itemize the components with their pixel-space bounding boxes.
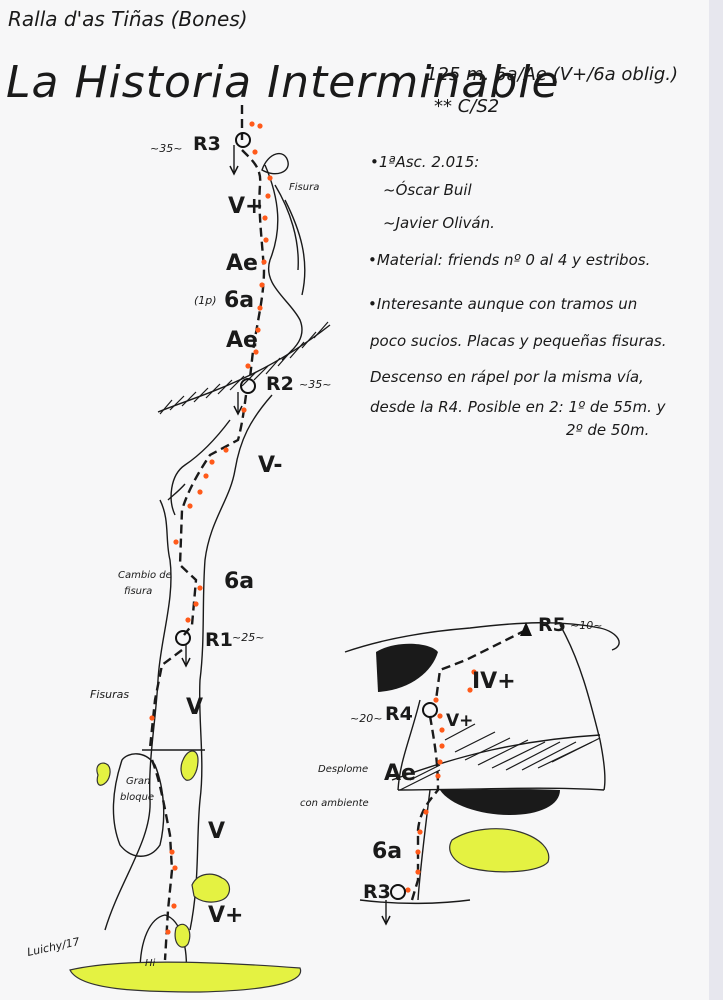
- detail-roof-lower: [397, 787, 605, 791]
- grade-pitch1-v-plus: V+: [208, 903, 243, 928]
- relay-r3-length: ~35~: [150, 142, 182, 155]
- grade-pitch1-v-a: V: [186, 695, 203, 720]
- pitch-note: (1p): [194, 294, 217, 307]
- detail-cliff-top: [344, 622, 620, 653]
- grade-pitch3-ae-1: Ae: [226, 251, 258, 276]
- route-stats: 125 m. 6a/Ae (V+/6a oblig.): [426, 64, 678, 85]
- author-signature: Luichy/17: [26, 935, 81, 959]
- bolts-detail: [405, 669, 477, 893]
- grade-pitch4-a: V+: [228, 194, 263, 219]
- label-desplome-2: con ambiente: [300, 798, 369, 809]
- vegetation-base: [69, 961, 302, 993]
- vegetation-bush: [174, 923, 191, 948]
- route-title: La Historia Interminable: [6, 57, 560, 108]
- detail-cliff-right: [559, 624, 606, 791]
- roof-hatching: [159, 321, 329, 415]
- cairn-block: [139, 914, 188, 976]
- detail-grade-ae: Ae: [384, 761, 416, 786]
- detail-cliff-left: [397, 699, 431, 901]
- vegetation-left: [96, 762, 111, 786]
- descent-line-3: 2º de 50m.: [566, 421, 649, 439]
- relay-r3-ring: [235, 132, 251, 148]
- detail-vegetation: [449, 828, 550, 873]
- label-fisura: Fisura: [289, 182, 319, 193]
- crack-fisura: [274, 184, 306, 296]
- detail-r3-ring: [390, 884, 406, 900]
- vegetation-tree: [191, 873, 231, 903]
- detail-relay-r4-length: ~20~: [350, 712, 382, 725]
- block-top: [261, 152, 289, 175]
- detail-r5-marker: [520, 622, 532, 636]
- sector-name: Ralla d'as Tiñas (Bones): [8, 7, 248, 31]
- detail-grade-v-plus: V+: [446, 711, 473, 731]
- route-rating: ** C/S2: [434, 96, 499, 117]
- detail-relay-r5-length: ~10~: [570, 619, 602, 632]
- paper-edge: [709, 0, 723, 1000]
- comment-line-2: poco sucios. Placas y pequeñas fisuras.: [369, 332, 666, 350]
- route-notes: •1ªAsc. 2.015: ~Óscar Buil ~Javier Olivá…: [368, 153, 667, 439]
- vegetation-right: [180, 750, 199, 781]
- label-cambio-fisura-2: fisura: [124, 586, 152, 597]
- label-gran-bloque-1: Gran: [126, 776, 150, 787]
- detail-relay-r5-label: R5: [538, 614, 566, 636]
- detail-roof-hatching: [399, 723, 601, 791]
- rock-outline-left: [104, 419, 231, 931]
- relay-r2-ring: [240, 378, 256, 394]
- grade-pitch3-6a: 6a: [224, 288, 254, 313]
- detail-roof-upper: [391, 734, 601, 781]
- detail-overhang-dark: [376, 643, 438, 692]
- relay-r1-ring: [175, 630, 191, 646]
- material-note: •Material: friends nº 0 al 4 y estribos.: [368, 251, 650, 269]
- first-ascent-climber-1: ~Óscar Buil: [383, 180, 473, 199]
- detail-ground: [359, 899, 471, 905]
- grade-pitch2-v-minus: V-: [258, 453, 283, 478]
- descent-line-1: Descenso en rápel por la misma vía,: [370, 368, 644, 386]
- descent-line-2: desde la R4. Posible en 2: 1º de 55m. y: [370, 398, 667, 416]
- rock-outline-right: [189, 164, 303, 931]
- detail-topo: R5 ~10~ ~20~ R4 R3 IV+ V+ Ae 6a Desplome…: [300, 614, 620, 926]
- grade-pitch3-ae-2: Ae: [226, 328, 258, 353]
- relay-r1-length: ~25~: [232, 631, 264, 644]
- grade-pitch2-6a: 6a: [224, 569, 254, 594]
- detail-relay-r4-label: R4: [385, 703, 413, 725]
- relay-r2-length: ~35~: [299, 378, 331, 391]
- overhang-notch: [167, 483, 186, 501]
- grade-pitch1-v-b: V: [208, 819, 225, 844]
- label-desplome-1: Desplome: [318, 764, 368, 775]
- label-hi: Hi: [145, 958, 156, 969]
- detail-relay-r3-label: R3: [363, 881, 391, 903]
- bolts-main: [149, 121, 273, 935]
- main-topo: ~35~ R3 R2 ~35~ R1 ~25~ V+ Ae (1p) 6a Ae…: [69, 105, 331, 993]
- first-ascent-climber-2: ~Javier Oliván.: [383, 214, 495, 232]
- detail-r4-ring: [422, 702, 438, 718]
- relay-r2-label: R2: [266, 373, 294, 395]
- first-ascent-label: •1ªAsc. 2.015:: [370, 153, 479, 171]
- detail-route-line: [410, 628, 527, 901]
- detail-roof-shadow: [440, 789, 560, 815]
- comment-line-1: •Interesante aunque con tramos un: [368, 295, 637, 313]
- label-cambio-fisura-1: Cambio de: [118, 570, 172, 581]
- label-fisuras: Fisuras: [90, 688, 129, 701]
- gran-bloque-outline: [112, 753, 165, 857]
- relay-r1-label: R1: [205, 629, 233, 651]
- detail-grade-6a: 6a: [372, 839, 402, 864]
- route-line-main: [148, 105, 266, 961]
- detail-grade-iv-plus: IV+: [472, 669, 516, 694]
- relay-r3-label: R3: [193, 133, 221, 155]
- label-gran-bloque-2: bloque: [120, 792, 154, 803]
